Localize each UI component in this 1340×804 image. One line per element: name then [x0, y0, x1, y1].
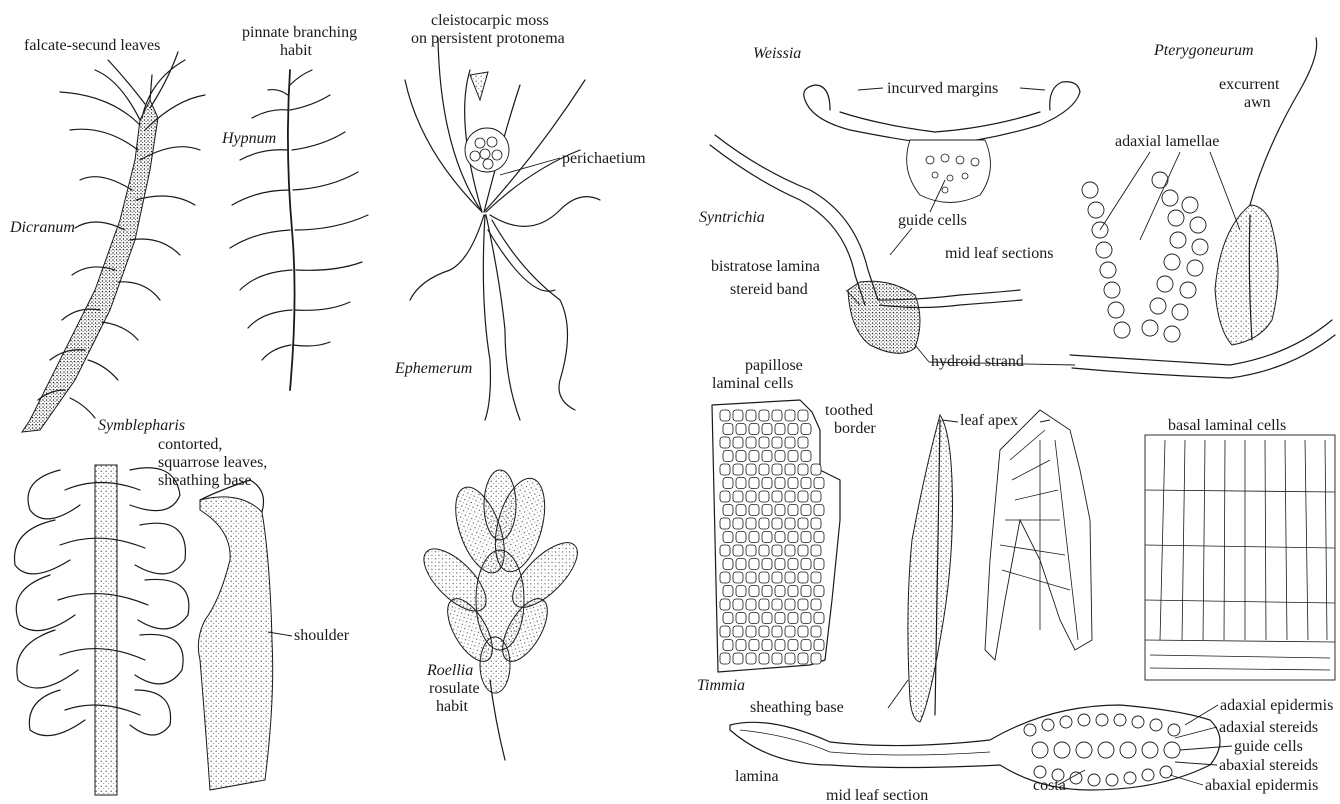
- lamina-label: lamina: [735, 768, 779, 785]
- shoulder-label: shoulder: [294, 627, 350, 644]
- leaf-apex-label: leaf apex: [960, 412, 1018, 429]
- mid-leaf-section-label: mid leaf section: [826, 787, 928, 804]
- basal-laminal-cells-label: basal laminal cells: [1168, 417, 1286, 434]
- roellia-label-line1: rosulate: [429, 680, 480, 697]
- sheathing-base-label: sheathing base: [750, 699, 844, 716]
- papillose-label-line2: laminal cells: [712, 375, 793, 392]
- perichaetium-label: perichaetium: [562, 150, 646, 167]
- costa-label: costa: [1033, 777, 1066, 794]
- pterygoneurum-section: [1070, 38, 1335, 378]
- symblepharis-illustration: [15, 465, 273, 795]
- timmia-section: [730, 705, 1220, 790]
- abaxial-epidermis-label: abaxial epidermis: [1205, 777, 1318, 794]
- hydroid-strand-label: hydroid strand: [931, 353, 1024, 370]
- roellia-illustration: [414, 470, 587, 760]
- papillose-cells-panel: [712, 400, 840, 672]
- excurrent-awn-line2: awn: [1244, 94, 1271, 111]
- timmia-guide-cells-label: guide cells: [1234, 738, 1303, 755]
- sheathing-base-leader: [888, 680, 908, 708]
- weissia-section: [804, 82, 1080, 203]
- ephemerum-name: Ephemerum: [394, 360, 472, 377]
- dicranum-illustration: [22, 52, 205, 432]
- toothed-border-line2: border: [834, 420, 876, 437]
- syntrichia-name: Syntrichia: [699, 209, 765, 226]
- papillose-label-line1: papillose: [745, 357, 803, 374]
- basal-cells-panel: [1145, 435, 1335, 680]
- weissia-name: Weissia: [753, 45, 801, 62]
- dicranum-leaf-label: falcate-secund leaves: [24, 37, 160, 54]
- dicranum-name: Dicranum: [9, 219, 75, 236]
- incurved-margins-label: incurved margins: [887, 80, 998, 97]
- toothed-border-line1: toothed: [825, 402, 873, 419]
- bistratose-lamina-label: bistratose lamina: [711, 258, 820, 275]
- timmia-name: Timmia: [697, 677, 745, 694]
- leaf-apex-panel: [908, 410, 1092, 722]
- symblepharis-label-line3: sheathing base: [158, 472, 252, 489]
- ephemerum-label-line2: on persistent protonema: [411, 30, 565, 47]
- hypnum-label-line1: pinnate branching: [242, 24, 357, 41]
- hypnum-label-line2: habit: [280, 42, 313, 59]
- mid-leaf-sections-label: mid leaf sections: [945, 245, 1053, 262]
- symblepharis-label-line1: contorted,: [158, 436, 222, 453]
- excurrent-awn-line1: excurrent: [1219, 76, 1280, 93]
- weissia-guide-cells-label: guide cells: [898, 212, 967, 229]
- stereid-band-label: stereid band: [730, 281, 808, 298]
- pterygoneurum-name: Pterygoneurum: [1153, 42, 1254, 59]
- hypnum-name: Hypnum: [221, 130, 276, 147]
- adaxial-epidermis-label: adaxial epidermis: [1220, 697, 1333, 714]
- adaxial-lamellae-label: adaxial lamellae: [1115, 133, 1219, 150]
- perichaetium-leader: [500, 158, 560, 175]
- abaxial-stereids-label: abaxial stereids: [1219, 757, 1318, 774]
- roellia-name: Roellia: [426, 662, 473, 679]
- adaxial-stereids-label: adaxial stereids: [1219, 719, 1318, 736]
- roellia-label-line2: habit: [436, 698, 469, 715]
- symblepharis-name: Symblepharis: [98, 417, 185, 434]
- symblepharis-label-line2: squarrose leaves,: [158, 454, 267, 471]
- hypnum-illustration: [230, 70, 368, 390]
- ephemerum-label-line1: cleistocarpic moss: [431, 12, 549, 29]
